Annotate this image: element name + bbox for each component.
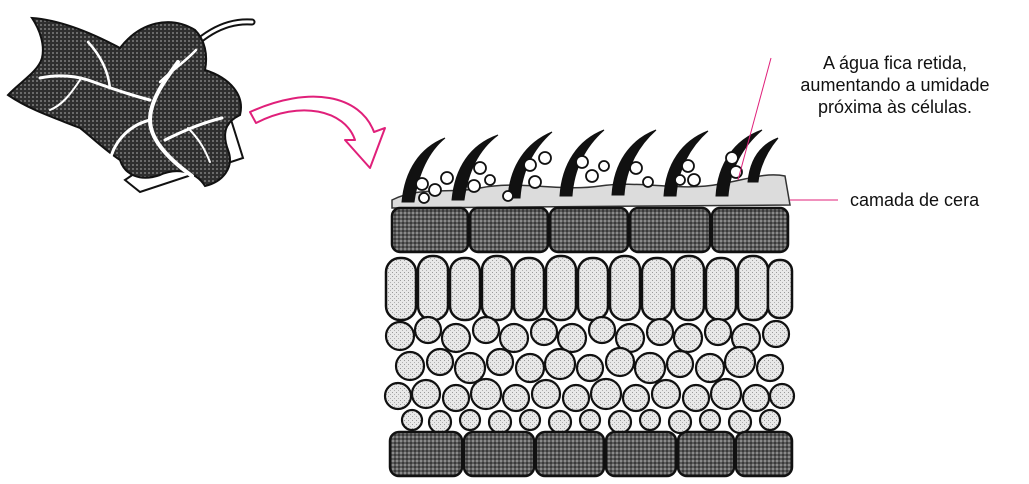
palisade-layer: [386, 256, 792, 320]
wax-layer-annotation: camada de cera: [850, 189, 979, 211]
spongy-layer: [385, 317, 794, 433]
lower-epidermis: [390, 432, 792, 476]
water-annotation-line-3: próxima às células.: [760, 96, 1029, 118]
curved-arrow-icon: [250, 97, 385, 168]
water-annotation-line-2: aumentando a umidade: [760, 74, 1029, 96]
leaf-icon: [8, 18, 252, 192]
water-annotation-line-1: A água fica retida,: [760, 52, 1029, 74]
water-retained-annotation: A água fica retida, aumentando a umidade…: [760, 52, 1029, 118]
leaf-cross-section: [385, 130, 794, 476]
upper-epidermis: [392, 208, 788, 252]
